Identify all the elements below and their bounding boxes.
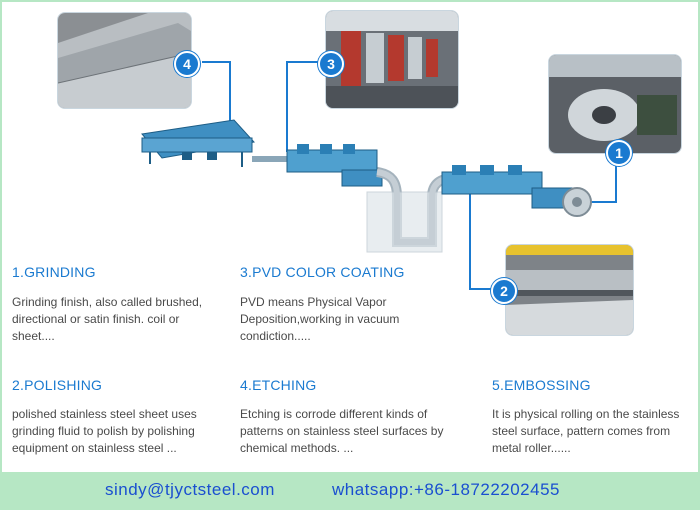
pvd-coating-title: 3.PVD COLOR COATING xyxy=(240,264,405,280)
pvd-machine xyxy=(286,144,383,187)
connector-line-2 xyxy=(442,186,501,290)
contact-footer: sindy@tjyctsteel.com whatsapp:+86-187222… xyxy=(2,472,698,508)
step-badge-2: 2 xyxy=(491,278,517,304)
embossing-description: It is physical rolling on the stainless … xyxy=(492,407,680,455)
connector-line-3 xyxy=(286,61,328,152)
etching-description: Etching is corrode different kinds of pa… xyxy=(240,407,444,455)
uncoiler xyxy=(531,187,592,217)
grinding-description: Grinding finish, also called brushed, di… xyxy=(12,295,203,343)
grinding-machine xyxy=(141,119,255,167)
etching-line xyxy=(441,165,543,195)
polishing-description: polished stainless steel sheet uses grin… xyxy=(12,407,197,455)
whatsapp-link[interactable]: whatsapp:+86-18722202455 xyxy=(332,480,560,499)
steel-coil-photo xyxy=(548,54,682,154)
connector-line-4 xyxy=(202,61,231,137)
polishing-title: 2.POLISHING xyxy=(12,377,103,393)
etching-title: 4.ETCHING xyxy=(240,377,317,393)
steel-sheets-photo xyxy=(57,12,192,109)
pvd-coating-description: PVD means Physical Vapor Deposition,work… xyxy=(240,295,400,343)
grinding-roller-photo xyxy=(505,244,634,336)
step-badge-3: 3 xyxy=(318,51,344,77)
embossing-title: 5.EMBOSSING xyxy=(492,377,591,393)
grinding-title: 1.GRINDING xyxy=(12,264,96,280)
pvd-chamber-photo xyxy=(325,10,459,109)
step-badge-4: 4 xyxy=(174,51,200,77)
email-link[interactable]: sindy@tjyctsteel.com xyxy=(105,480,275,499)
step-badge-1: 1 xyxy=(606,140,632,166)
